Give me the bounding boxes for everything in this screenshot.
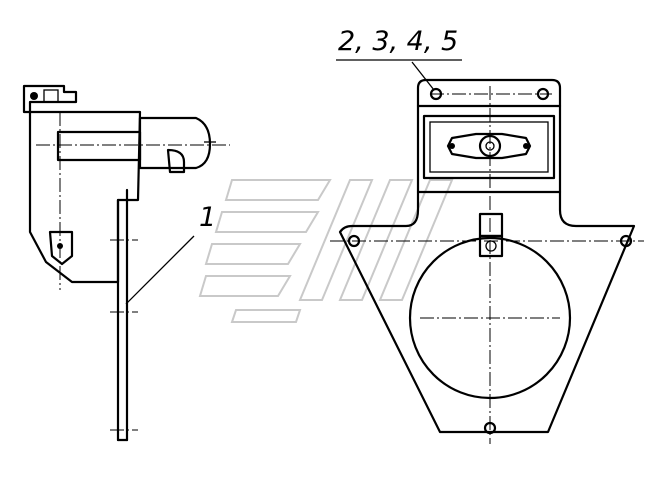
callout-parts-2-5: 2, 3, 4, 5 bbox=[338, 26, 459, 57]
watermark-logo-icon bbox=[198, 179, 454, 323]
callout-part-1: 1 bbox=[199, 202, 217, 233]
leader-part-1 bbox=[125, 235, 195, 305]
leader-parts-2-5 bbox=[411, 61, 435, 91]
side-view-bracket bbox=[22, 84, 230, 442]
clip-bolt-icon bbox=[30, 92, 38, 100]
